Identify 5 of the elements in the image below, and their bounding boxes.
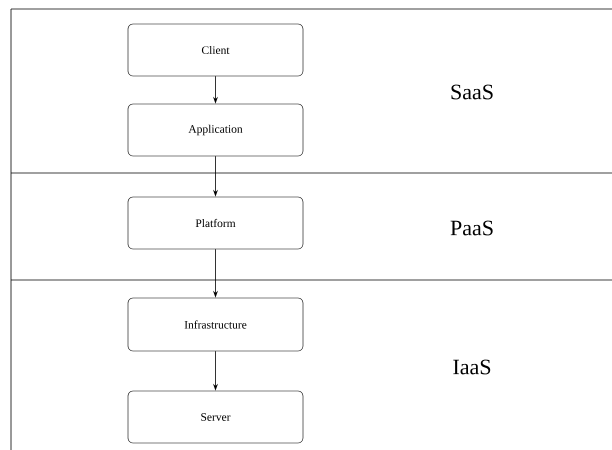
process-box: Platform — [128, 196, 304, 250]
process-box: Application — [128, 104, 304, 156]
process-box: Infrastructure — [128, 298, 304, 352]
process-box: Client — [128, 24, 304, 76]
process-box: Server — [128, 390, 304, 444]
